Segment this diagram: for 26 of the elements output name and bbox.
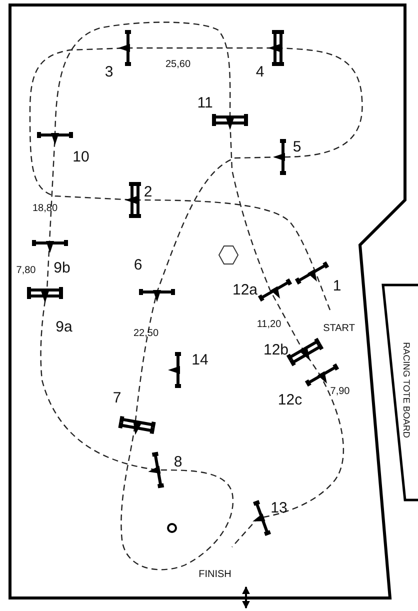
distance-label: 7,90 [330, 387, 350, 397]
distance-label: 11,20 [256, 320, 282, 330]
fence-number: 13 [270, 500, 288, 516]
fence-number: 3 [104, 64, 114, 80]
distance-label: 22,50 [133, 329, 159, 339]
distance-label: START [323, 324, 355, 334]
distance-label: 7,80 [16, 266, 36, 276]
fence-number: 11 [197, 96, 213, 110]
fence-number: 2 [144, 184, 152, 200]
fence-number: 7 [112, 390, 122, 406]
fence-number: 1 [332, 278, 342, 294]
distance-label: 18,80 [32, 204, 58, 214]
board-label: RACING TOTE BOARD [402, 342, 410, 438]
fence-number: 12a [232, 282, 258, 298]
fence-number: 6 [134, 258, 142, 272]
fence-number: 9b [54, 260, 70, 276]
fence-number: 14 [192, 352, 208, 368]
distance-label: 25,60 [165, 60, 191, 70]
fence-number: 10 [72, 150, 90, 164]
fence-number: 12b [263, 342, 289, 358]
fence-number: 4 [256, 64, 264, 80]
fence-number: 8 [174, 454, 182, 470]
fence-number: 5 [292, 140, 302, 154]
fence-number: 9a [56, 320, 72, 334]
fence-number: 12c [278, 392, 302, 408]
distance-label: FINISH [198, 570, 232, 580]
